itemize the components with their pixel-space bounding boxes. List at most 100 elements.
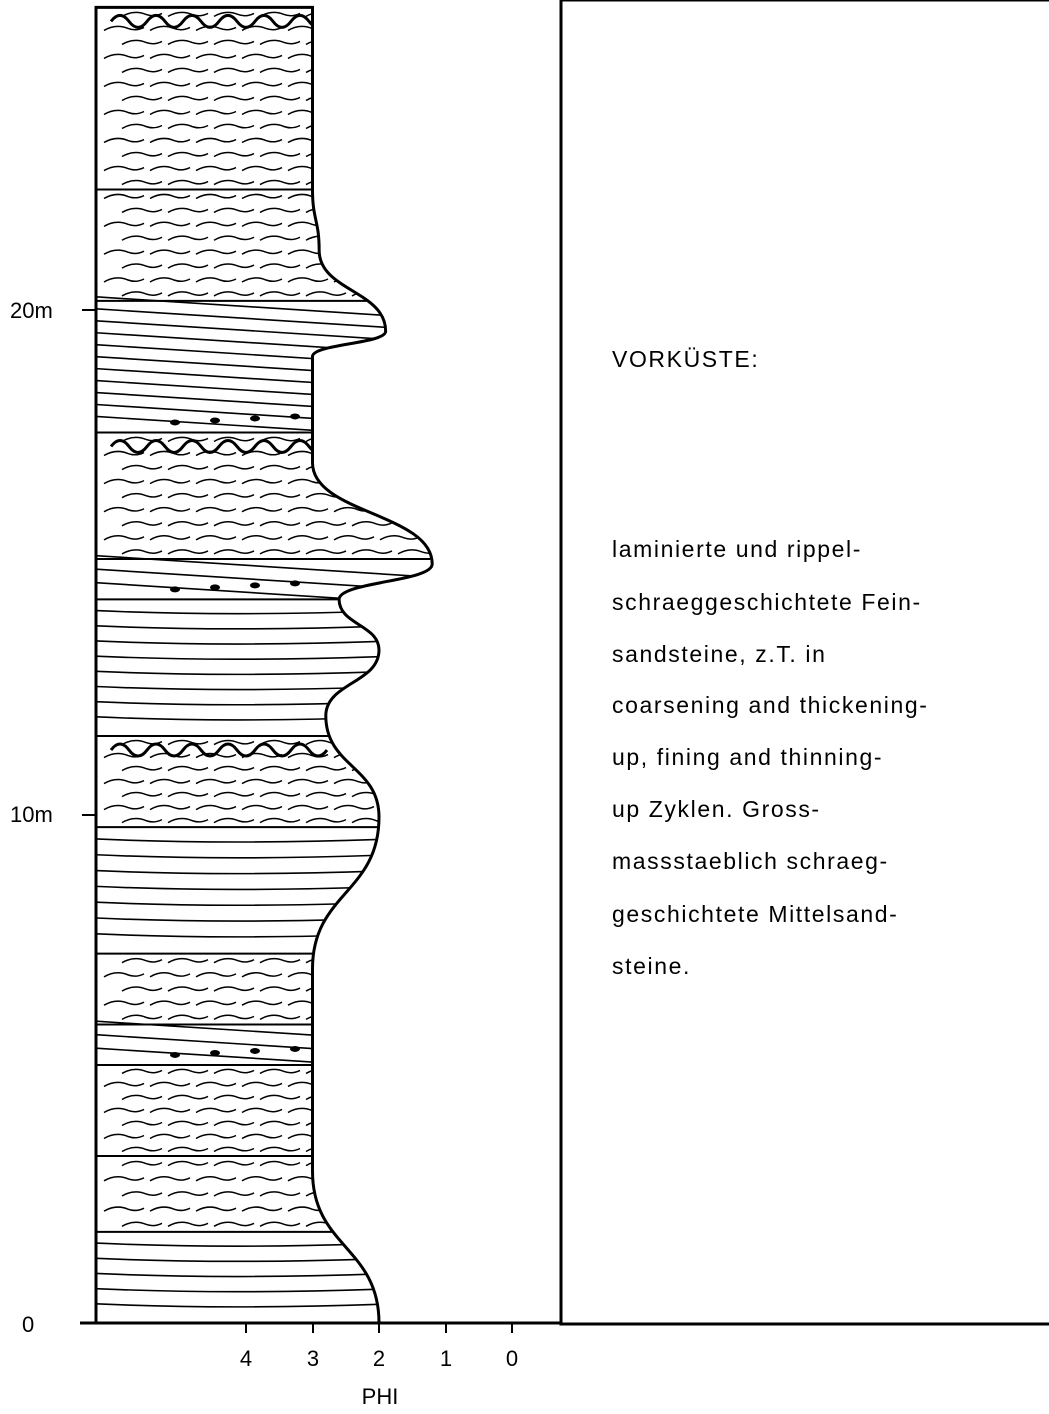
pebble bbox=[250, 582, 260, 588]
ripple-mark bbox=[242, 110, 282, 114]
ripple-mark bbox=[426, 536, 466, 540]
lithology-column bbox=[96, 7, 466, 1306]
ripple-mark bbox=[196, 508, 236, 512]
ripple-mark bbox=[150, 54, 190, 58]
ripple-mark bbox=[352, 819, 392, 823]
ripple-mark bbox=[104, 1082, 144, 1086]
ripple-mark bbox=[122, 96, 162, 100]
ripple-mark bbox=[242, 222, 282, 226]
ripple-mark bbox=[122, 465, 162, 469]
ripple-mark bbox=[334, 1108, 374, 1112]
ripple-mark bbox=[288, 278, 328, 282]
ripple-mark bbox=[352, 437, 392, 441]
ripple-mark bbox=[214, 68, 254, 72]
ripple-mark bbox=[150, 222, 190, 226]
ripple-mark bbox=[260, 793, 300, 797]
ripple-mark bbox=[288, 26, 328, 30]
ripple-mark bbox=[260, 292, 300, 296]
pebble bbox=[290, 580, 300, 586]
ripple-mark bbox=[398, 292, 438, 296]
ripple-mark bbox=[196, 250, 236, 254]
ripple-mark bbox=[398, 208, 438, 212]
ripple-mark bbox=[196, 138, 236, 142]
ripple-mark bbox=[352, 1069, 392, 1073]
ripple-mark bbox=[104, 54, 144, 58]
ripple-mark bbox=[104, 222, 144, 226]
ripple-mark bbox=[196, 806, 236, 810]
ripple-mark bbox=[334, 1082, 374, 1086]
lamination-line bbox=[96, 884, 440, 889]
ripple-mark bbox=[104, 1108, 144, 1112]
ripple-mark bbox=[288, 166, 328, 170]
ripple-mark bbox=[352, 522, 392, 526]
lamination-line bbox=[96, 916, 440, 921]
ripple-mark bbox=[260, 1015, 300, 1019]
ripple-mark bbox=[260, 96, 300, 100]
ripple-mark bbox=[168, 959, 208, 963]
ripple-mark bbox=[168, 152, 208, 156]
ripple-mark bbox=[168, 522, 208, 526]
lamination-line bbox=[96, 932, 440, 937]
ripple-mark bbox=[122, 236, 162, 240]
ripple-mark bbox=[168, 1222, 208, 1226]
ripple-mark bbox=[260, 1121, 300, 1125]
pebble bbox=[210, 1050, 220, 1056]
ripple-mark bbox=[260, 124, 300, 128]
ripple-mark bbox=[214, 766, 254, 770]
ripple-mark bbox=[352, 1015, 392, 1019]
ripple-mark bbox=[214, 522, 254, 526]
ripple-mark bbox=[214, 208, 254, 212]
ripple-mark bbox=[196, 451, 236, 455]
wavy-ripple-line bbox=[111, 15, 327, 27]
ripple-mark bbox=[306, 1192, 346, 1196]
ripple-mark bbox=[168, 793, 208, 797]
ripple-mark bbox=[288, 82, 328, 86]
ripple-mark bbox=[214, 494, 254, 498]
ripple-mark bbox=[122, 987, 162, 991]
ripple-mark bbox=[288, 138, 328, 142]
ripple-mark bbox=[352, 208, 392, 212]
ripple-mark bbox=[214, 180, 254, 184]
ripple-mark bbox=[242, 508, 282, 512]
cross-bed-line bbox=[96, 1035, 440, 1057]
ripple-mark bbox=[352, 1162, 392, 1166]
cross-bed-line bbox=[96, 309, 440, 331]
ripple-mark bbox=[260, 68, 300, 72]
ripple-mark bbox=[260, 40, 300, 44]
ripple-mark bbox=[168, 40, 208, 44]
ripple-mark bbox=[380, 779, 420, 783]
ripple-mark bbox=[242, 536, 282, 540]
ripple-mark bbox=[380, 508, 420, 512]
ripple-mark bbox=[150, 536, 190, 540]
ripple-mark bbox=[214, 987, 254, 991]
ripple-mark bbox=[168, 96, 208, 100]
ripple-mark bbox=[426, 26, 466, 30]
ripple-mark bbox=[380, 753, 420, 757]
ripple-mark bbox=[334, 166, 374, 170]
ripple-mark bbox=[380, 480, 420, 484]
ripple-mark bbox=[398, 180, 438, 184]
ripple-mark bbox=[380, 110, 420, 114]
ripple-mark bbox=[122, 152, 162, 156]
ripple-mark bbox=[306, 292, 346, 296]
ripple-mark bbox=[288, 1207, 328, 1211]
ripple-mark bbox=[150, 1108, 190, 1112]
ripple-mark bbox=[196, 536, 236, 540]
ripple-mark bbox=[196, 26, 236, 30]
ripple-mark bbox=[306, 236, 346, 240]
pebble bbox=[290, 1046, 300, 1052]
description-line: sandsteine, z.T. in bbox=[612, 643, 827, 666]
ripple-mark bbox=[168, 550, 208, 554]
ripple-mark bbox=[104, 278, 144, 282]
ripple-mark bbox=[334, 54, 374, 58]
ripple-mark bbox=[214, 152, 254, 156]
lamination-line bbox=[96, 1287, 440, 1292]
phi-tick-0: 0 bbox=[506, 1346, 518, 1371]
ripple-mark bbox=[196, 1082, 236, 1086]
ripple-mark bbox=[196, 1207, 236, 1211]
ripple-mark bbox=[334, 973, 374, 977]
ripple-mark bbox=[398, 1192, 438, 1196]
ripple-mark bbox=[334, 26, 374, 30]
ripple-mark bbox=[168, 1147, 208, 1151]
ripple-mark bbox=[398, 1015, 438, 1019]
